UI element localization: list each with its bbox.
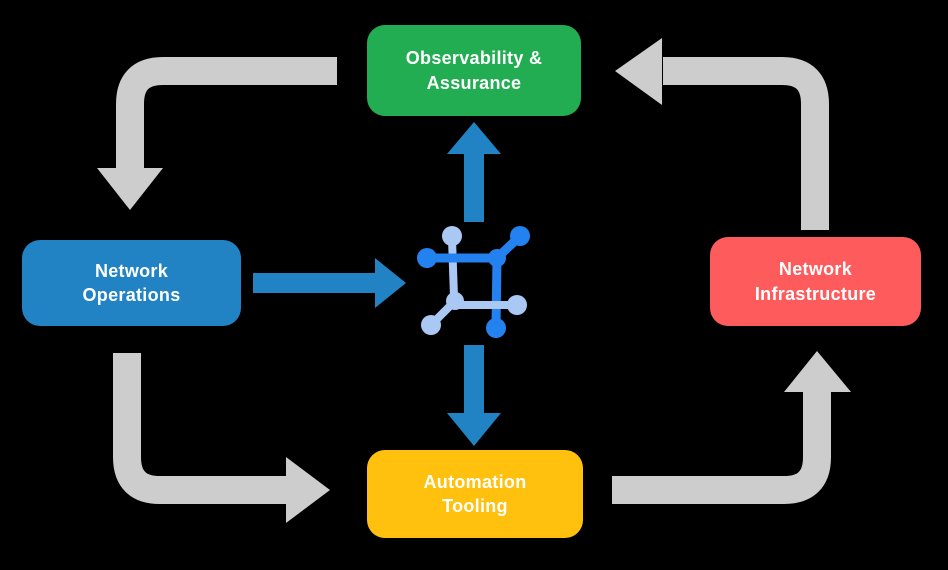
node-automation-tooling: Automation Tooling bbox=[367, 450, 583, 538]
node-network-infrastructure: Network Infrastructure bbox=[710, 237, 921, 326]
node-label-line: Infrastructure bbox=[754, 283, 877, 304]
node-label-line: Automation bbox=[423, 471, 527, 492]
cycle-arrow-bottom-left-head bbox=[286, 457, 330, 523]
cycle-arrow-top-right-head bbox=[615, 38, 662, 105]
node-label-line: Observability & bbox=[405, 48, 543, 69]
cycle-arrow-top-left-shaft bbox=[116, 57, 337, 170]
cycle-arrow-bottom-right bbox=[612, 351, 851, 504]
node-observability-assurance: Observability & Assurance bbox=[367, 25, 581, 116]
cycle-arrow-bottom-right-head bbox=[784, 351, 851, 392]
hub-arrow-center-to-bottom bbox=[447, 345, 501, 446]
hub-arrow-left-to-center bbox=[253, 258, 406, 308]
cycle-arrow-top-left bbox=[97, 57, 337, 210]
cycle-arrow-top-left-head bbox=[97, 168, 163, 210]
node-label-line: Network bbox=[94, 260, 169, 281]
cycle-arrow-bottom-left-shaft bbox=[113, 353, 288, 504]
node-label-line: Assurance bbox=[426, 72, 522, 93]
node-network-operations: Network Operations bbox=[22, 240, 241, 326]
node-label-line: Network bbox=[778, 259, 853, 280]
node-label: Observability & Assurance bbox=[406, 46, 543, 95]
cycle-arrow-top-right-shaft bbox=[663, 57, 829, 230]
node-label-line: Tooling bbox=[442, 496, 508, 516]
cycle-arrow-bottom-left bbox=[113, 353, 330, 523]
node-label: Network Infrastructure bbox=[755, 257, 876, 306]
hub-arrow-center-to-top bbox=[447, 122, 501, 222]
node-label: Network Operations bbox=[82, 259, 180, 308]
node-label-line: Operations bbox=[82, 285, 181, 305]
network-mesh-icon bbox=[417, 226, 530, 338]
cycle-arrow-bottom-right-shaft bbox=[612, 392, 831, 504]
node-label: Automation Tooling bbox=[424, 470, 527, 519]
cycle-arrow-top-right bbox=[615, 38, 829, 230]
